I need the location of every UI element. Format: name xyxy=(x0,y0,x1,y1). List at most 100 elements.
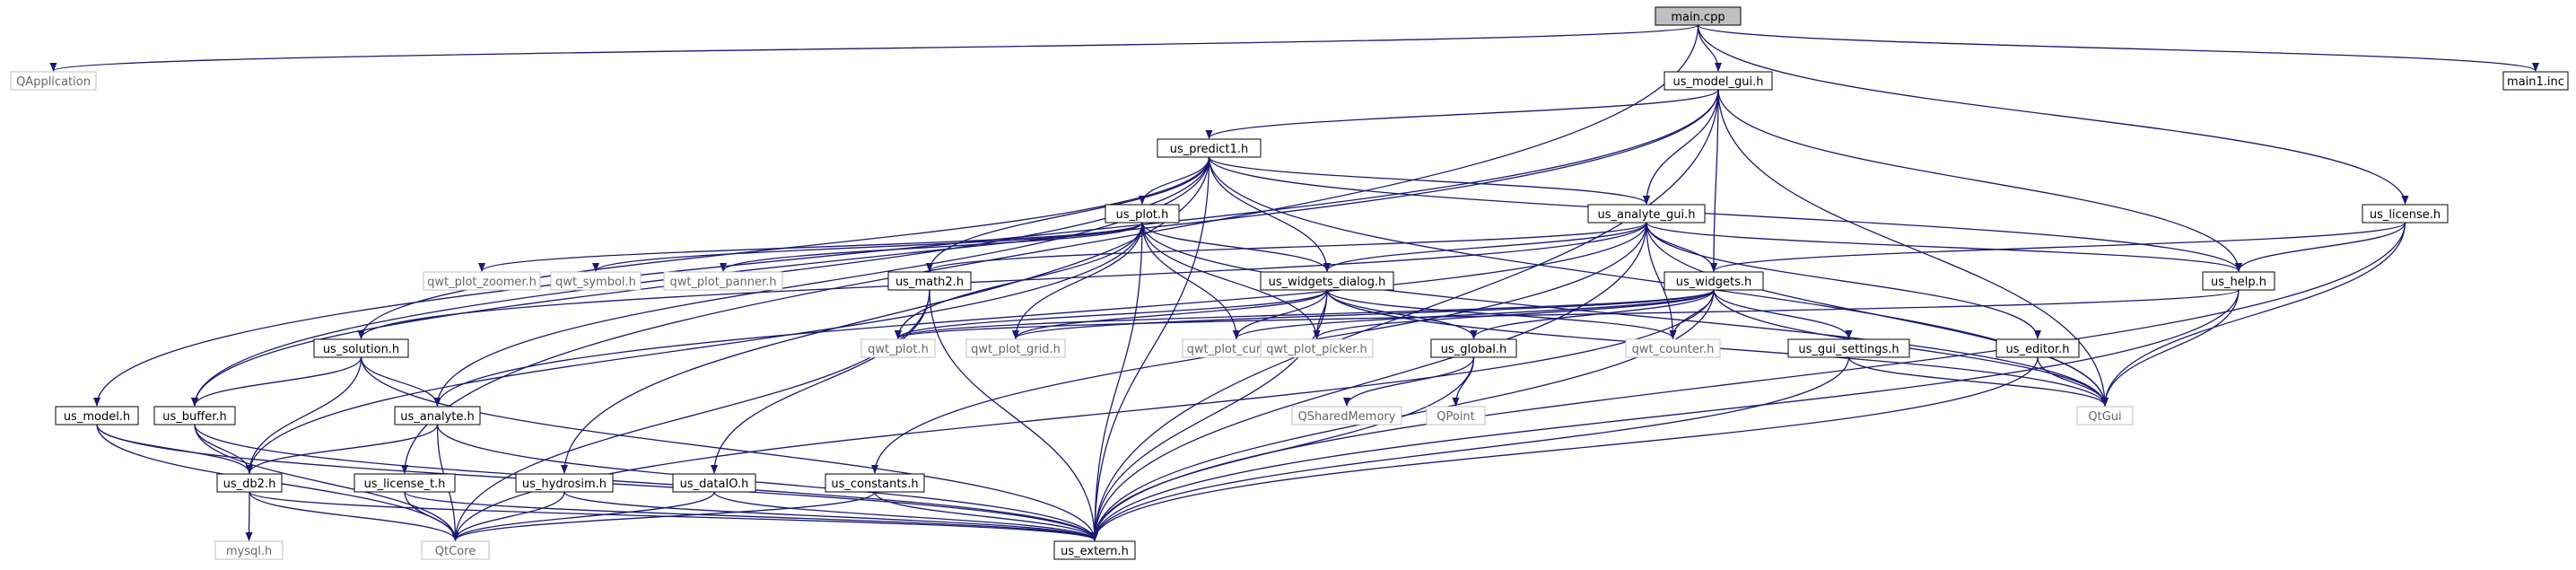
node-us-global-h[interactable]: us_global.h xyxy=(1430,338,1517,358)
edge-us_buffer_h-to-us_extern_h xyxy=(194,424,1098,541)
node-box xyxy=(313,338,409,358)
edge-us_license_h-to-us_widgets_h xyxy=(1710,222,2406,272)
edge-main_cpp-to-us_license_t_h xyxy=(401,24,1699,474)
node-label: qwt_plot_grid.h xyxy=(971,343,1061,356)
node-us-constants-h[interactable]: us_constants.h xyxy=(825,473,925,493)
edge-us_global_h-to-QSharedMemory xyxy=(1343,356,1475,407)
node-label: qwt_counter.h xyxy=(1632,343,1715,356)
node-us-predict1-h[interactable]: us_predict1.h xyxy=(1157,138,1262,158)
edge-us_editor_h-to-us_extern_h xyxy=(1091,356,2039,541)
node-box xyxy=(216,473,283,493)
node-box xyxy=(663,271,783,291)
edge-us_model_gui_h-to-us_widgets_h xyxy=(1710,89,1719,272)
node-us-math2-h[interactable]: us_math2.h xyxy=(887,271,972,291)
edge-us_gui_settings_h-to-QtGui xyxy=(1847,356,2109,407)
edge-us_solution_h-to-us_extern_h xyxy=(360,356,1098,541)
edge-us_analyte_gui_h-to-us_analyte_h xyxy=(433,222,1647,407)
node-us-widgets-h[interactable]: us_widgets.h xyxy=(1663,271,1764,291)
edge-us_analyte_gui_h-to-QtGui xyxy=(1646,222,2109,407)
node-us-model-gui-h[interactable]: us_model_gui.h xyxy=(1663,71,1773,91)
node-box xyxy=(887,271,972,291)
node-us-buffer-h[interactable]: us_buffer.h xyxy=(153,406,236,425)
edge-us_plot_h-to-us_extern_h xyxy=(1091,222,1143,541)
node-us-widgets-dialog-h[interactable]: us_widgets_dialog.h xyxy=(1260,271,1394,291)
edge-us_dataIO_h-to-us_extern_h xyxy=(713,491,1098,541)
node-us-license-t-h[interactable]: us_license_t.h xyxy=(354,473,456,493)
edge-us_solution_h-to-us_db2_h xyxy=(246,356,362,474)
node-us-analyte-h[interactable]: us_analyte.h xyxy=(394,406,481,425)
node-box xyxy=(1260,271,1394,291)
node-us-model-h[interactable]: us_model.h xyxy=(55,406,139,425)
edge-us_plot_h-to-us_widgets_dialog_h xyxy=(1141,222,1331,272)
node-us-db2-h[interactable]: us_db2.h xyxy=(216,473,283,493)
edge-us_widgets_dialog_h-to-qwt_counter_h xyxy=(1326,289,1677,339)
node-main1-inc[interactable]: main1.inc xyxy=(2502,71,2569,91)
node-box xyxy=(1787,338,1910,358)
node-box xyxy=(1663,271,1764,291)
node-label: QPoint xyxy=(1436,410,1475,424)
node-us-extern-h[interactable]: us_extern.h xyxy=(1053,540,1136,560)
edge-us_analyte_gui_h-to-us_editor_h xyxy=(1646,222,2041,339)
node-us-help-h[interactable]: us_help.h xyxy=(2202,271,2275,291)
node-label: QSharedMemory xyxy=(1298,410,1396,424)
node-label: us_analyte_gui.h xyxy=(1597,208,1695,222)
node-box xyxy=(1426,406,1486,425)
edge-us_widgets_dialog_h-to-qwt_plot_h xyxy=(895,289,1328,339)
edge-us_plot_h-to-qwt_plot_panner_h xyxy=(720,222,1143,272)
node-label: us_db2.h xyxy=(223,478,276,491)
node-label: us_license_t.h xyxy=(364,478,446,491)
edge-us_help_h-to-QtGui xyxy=(2101,289,2240,407)
node-box xyxy=(1625,338,1721,358)
edge-us_predict1_h-to-us_analyte_gui_h xyxy=(1208,156,1650,205)
node-label: us_widgets_dialog.h xyxy=(1269,276,1386,289)
edge-us_analyte_gui_h-to-qwt_counter_h xyxy=(1646,222,1677,339)
node-label: qwt_plot_panner.h xyxy=(669,276,776,289)
node-box xyxy=(153,406,236,425)
edge-us_widgets_h-to-us_extern_h xyxy=(1091,289,1715,541)
node-label: qwt_symbol.h xyxy=(555,276,636,289)
node-main-cpp[interactable]: main.cpp xyxy=(1655,6,1742,26)
node-label: us_analyte.h xyxy=(400,410,474,424)
edge-us_hydrosim_h-to-QtCore xyxy=(451,491,565,541)
node-box xyxy=(10,71,97,91)
node-us-plot-h[interactable]: us_plot.h xyxy=(1105,204,1180,224)
node-us-dataIO-h[interactable]: us_dataIO.h xyxy=(672,473,756,493)
node-label: us_solution.h xyxy=(323,343,399,356)
edge-us_model_gui_h-to-us_predict1_h xyxy=(1205,89,1719,139)
edge-us_analyte_gui_h-to-us_widgets_dialog_h xyxy=(1323,222,1647,272)
node-box xyxy=(2362,204,2449,224)
edge-us_db2_h-to-mysql_h xyxy=(245,491,253,541)
edge-us_dataIO_h-to-QtCore xyxy=(451,491,715,541)
node-label: us_predict1.h xyxy=(1170,143,1249,156)
edge-us_gui_settings_h-to-us_extern_h xyxy=(1091,356,1850,541)
edge-us_plot_h-to-us_db2_h xyxy=(246,222,1143,474)
edge-main_cpp-to-QApplication xyxy=(50,24,1699,72)
node-label: qwt_plot_zoomer.h xyxy=(427,276,537,289)
node-box xyxy=(2502,71,2569,91)
node-box xyxy=(421,540,490,560)
edge-us_global_h-to-us_extern_h xyxy=(1091,356,1475,541)
node-us-analyte-gui-h[interactable]: us_analyte_gui.h xyxy=(1587,204,1706,224)
edge-us_predict1_h-to-us_help_h xyxy=(1208,156,2242,272)
node-label: us_buffer.h xyxy=(162,410,226,424)
node-box xyxy=(1053,540,1136,560)
node-box xyxy=(394,406,481,425)
edge-us_widgets_h-to-qwt_plot_grid_h xyxy=(1012,289,1715,339)
node-us-gui-settings-h[interactable]: us_gui_settings.h xyxy=(1787,338,1910,358)
node-label: us_help.h xyxy=(2211,276,2266,289)
node-box xyxy=(214,540,284,560)
node-box xyxy=(1157,138,1262,158)
node-us-hydrosim-h[interactable]: us_hydrosim.h xyxy=(515,473,614,493)
node-us-license-h[interactable]: us_license.h xyxy=(2362,204,2449,224)
node-label: mysql.h xyxy=(226,545,272,558)
node-label: QtGui xyxy=(2088,410,2121,424)
node-us-solution-h[interactable]: us_solution.h xyxy=(313,338,409,358)
node-label: us_extern.h xyxy=(1061,545,1129,558)
node-us-editor-h[interactable]: us_editor.h xyxy=(1995,338,2080,358)
edge-us_widgets_dialog_h-to-qwt_plot_grid_h xyxy=(1012,289,1328,339)
node-box xyxy=(860,338,936,358)
node-qwt-plot-zoomer-h: qwt_plot_zoomer.h xyxy=(423,271,541,291)
node-qwt-plot-panner-h: qwt_plot_panner.h xyxy=(663,271,783,291)
edge-us_buffer_h-to-us_db2_h xyxy=(194,424,253,474)
